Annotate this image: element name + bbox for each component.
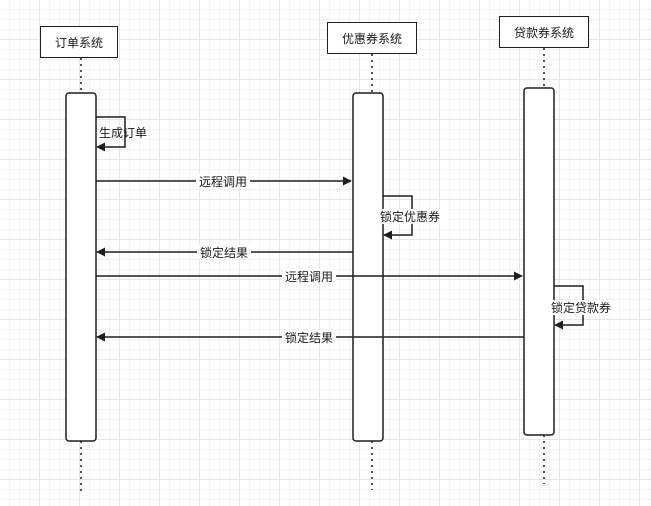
label-bg-remote-call-loan: [282, 269, 336, 283]
label-generate-order: 生成订单: [99, 126, 147, 140]
label-lock-result-coupon: 锁定结果: [200, 245, 248, 260]
label-bg-lock-result-coupon: [197, 245, 251, 259]
participant-order-label: 订单系统: [54, 35, 103, 50]
participant-loan-system: 贷款券系统: [499, 16, 589, 48]
label-lock-result-loan: 锁定结果: [285, 330, 333, 345]
self-message-generate-order: [96, 116, 126, 152]
label-remote-call-loan: 远程调用: [285, 269, 333, 284]
participant-coupon-label: 优惠券系统: [341, 31, 402, 46]
label-lock-coupon: 锁定优惠券: [380, 209, 440, 224]
label-bg-lock-coupon: [378, 209, 448, 224]
label-bg-remote-call-coupon: [196, 174, 250, 188]
label-bg-lock-loan: [549, 300, 619, 315]
label-bg-lock-result-loan: [282, 330, 336, 344]
activation-loan: [523, 87, 555, 436]
participant-loan-label: 贷款券系统: [513, 25, 574, 40]
activation-order: [65, 92, 97, 442]
label-lock-loan: 锁定贷款券: [551, 300, 611, 315]
activation-coupon: [352, 92, 384, 442]
participant-coupon-system: 优惠券系统: [327, 22, 417, 54]
participant-order-system: 订单系统: [40, 26, 118, 58]
label-remote-call-coupon: 远程调用: [199, 174, 247, 189]
